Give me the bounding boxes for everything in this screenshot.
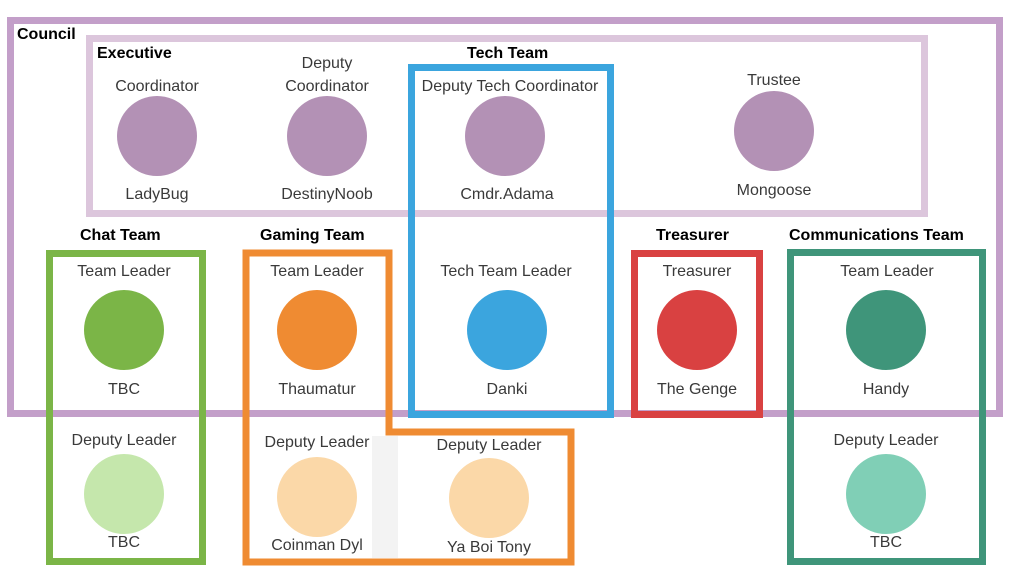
member-role: Team Leader — [840, 263, 934, 280]
member-name: DestinyNoob — [281, 186, 373, 203]
member-name: The Genge — [656, 381, 738, 398]
member-role: Tech Team Leader — [440, 263, 572, 280]
member-role: Treasurer — [662, 263, 732, 280]
member-name: Thaumatur — [278, 381, 356, 398]
member-name: TBC — [108, 534, 140, 551]
member-avatar — [277, 457, 357, 537]
member-name: TBC — [870, 534, 902, 551]
member-avatar — [657, 290, 737, 370]
member-name: TBC — [108, 381, 140, 398]
member-avatar — [449, 458, 529, 538]
chat-team-box — [46, 250, 206, 565]
member-name: Coinman Dyl — [271, 537, 363, 554]
chat-team-title: Chat Team — [80, 227, 161, 244]
council-title: Council — [17, 26, 76, 43]
member-name: Cmdr.Adama — [460, 186, 554, 203]
tech-team-box — [408, 64, 614, 418]
member-avatar — [117, 96, 197, 176]
member-role: Deputy Leader — [833, 432, 939, 449]
member-avatar — [465, 96, 545, 176]
member-role: Team Leader — [77, 263, 171, 280]
treasurer-title: Treasurer — [656, 227, 729, 244]
member-role: Deputy Tech Coordinator — [421, 78, 599, 95]
member-avatar — [84, 290, 164, 370]
member-avatar — [734, 91, 814, 171]
member-avatar — [846, 454, 926, 534]
member-name: Mongoose — [736, 182, 812, 199]
member-role: Trustee — [747, 72, 801, 89]
gaming-team-title: Gaming Team — [260, 227, 365, 244]
executive-title: Executive — [97, 45, 172, 62]
member-avatar — [277, 290, 357, 370]
member-name: Danki — [486, 381, 528, 398]
member-name: LadyBug — [125, 186, 189, 203]
comms-team-title: Communications Team — [789, 227, 964, 244]
member-avatar — [467, 290, 547, 370]
member-role: Deputy Coordinator — [285, 55, 369, 95]
mask-strip — [372, 436, 398, 558]
member-role: Team Leader — [270, 263, 364, 280]
member-avatar — [846, 290, 926, 370]
member-role: Deputy Leader — [71, 432, 177, 449]
treasurer-box — [631, 250, 763, 418]
member-role: Deputy Leader — [436, 437, 542, 454]
member-name: Handy — [862, 381, 910, 398]
member-avatar — [287, 96, 367, 176]
comms-team-box — [787, 249, 986, 565]
tech-team-title: Tech Team — [467, 45, 549, 62]
member-role: Deputy Leader — [264, 434, 370, 451]
member-avatar — [84, 454, 164, 534]
member-role: Coordinator — [115, 78, 199, 95]
executive-box — [86, 35, 928, 217]
member-name: Ya Boi Tony — [447, 539, 531, 556]
